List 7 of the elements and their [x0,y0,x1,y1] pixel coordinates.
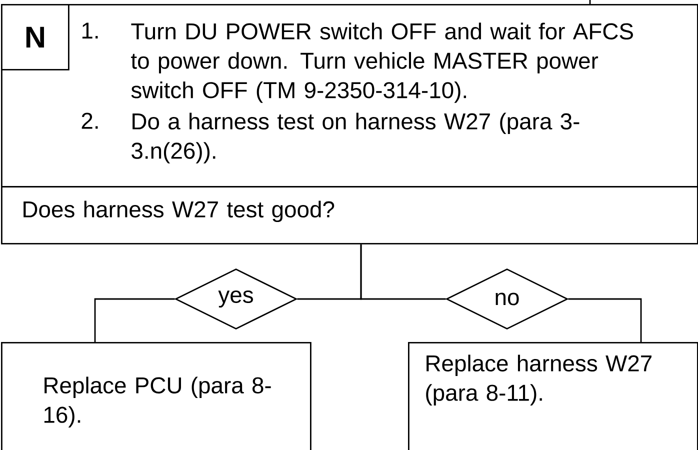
action-box: Replace harness W27 (para 8-11). [408,342,698,450]
step-letter-box: N [1,4,70,70]
connector-line [360,244,446,300]
question-box: Does harness W27 test good? [1,186,698,244]
action-box: Replace PCU (para 8-16). [1,342,312,450]
connector-line [568,298,642,342]
connector-line [94,298,175,342]
